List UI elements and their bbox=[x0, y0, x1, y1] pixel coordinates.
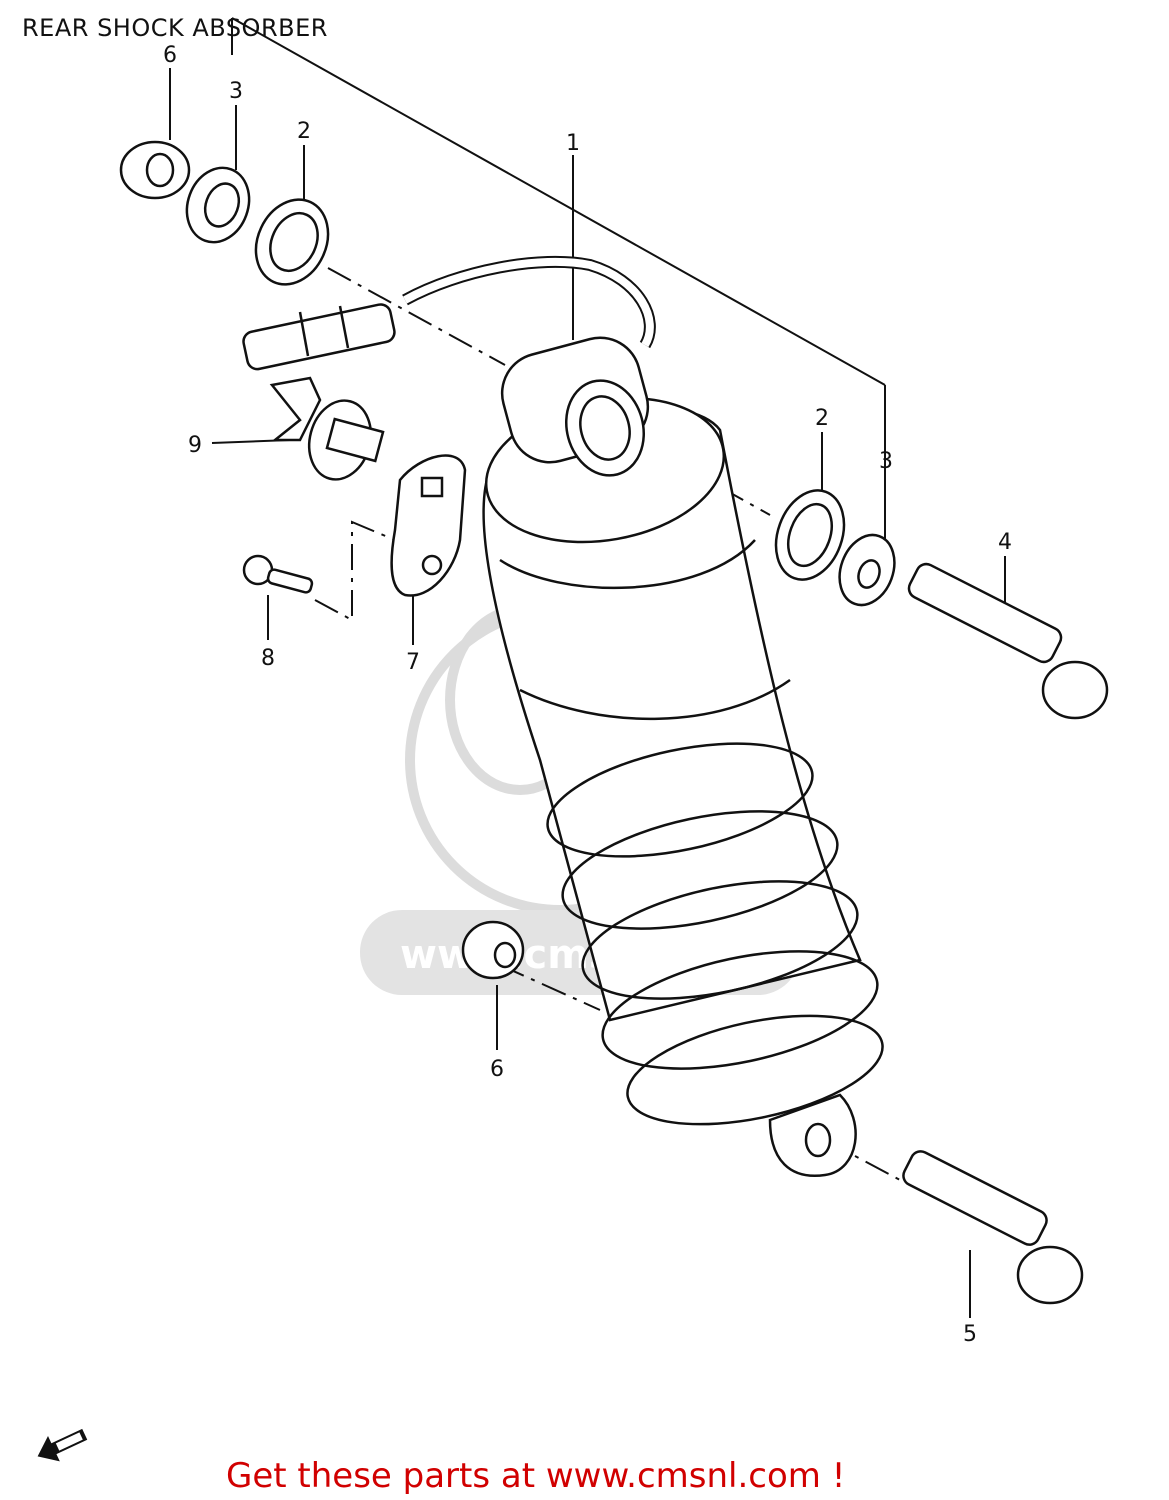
callout-9: 9 bbox=[188, 433, 202, 458]
callout-5: 5 bbox=[963, 1322, 977, 1347]
callout-1: 1 bbox=[566, 131, 580, 156]
callout-8: 8 bbox=[261, 646, 275, 671]
promo-link[interactable]: Get these parts at www.cmsnl.com ! bbox=[226, 1456, 846, 1496]
diagram-title: REAR SHOCK ABSORBER bbox=[22, 14, 328, 42]
callout-7: 7 bbox=[406, 650, 420, 675]
callout-3-right: 3 bbox=[879, 449, 893, 474]
callout-6-bottom: 6 bbox=[490, 1057, 504, 1082]
front-arrow-icon bbox=[37, 1428, 88, 1462]
shock-absorber bbox=[242, 255, 884, 1177]
callout-2-right: 2 bbox=[815, 406, 829, 431]
callout-2-top: 2 bbox=[297, 119, 311, 144]
callout-4: 4 bbox=[998, 530, 1012, 555]
small-parts bbox=[119, 140, 1109, 1305]
callout-3-top: 3 bbox=[229, 79, 243, 104]
callout-6-top: 6 bbox=[163, 43, 177, 68]
